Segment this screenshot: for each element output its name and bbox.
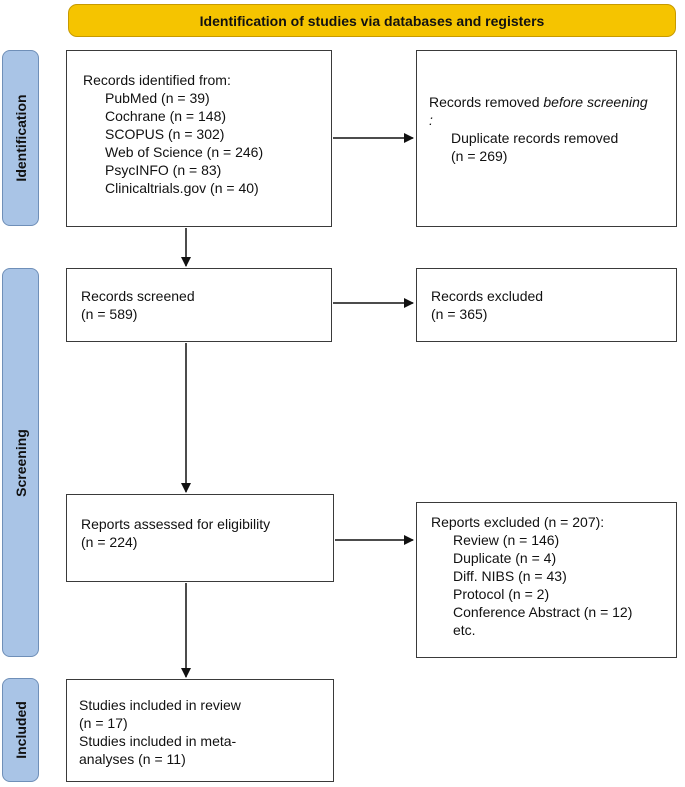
studies-included-box: Studies included in review (n = 17) Stud… [66, 679, 334, 782]
duplicates-removed-label: Duplicate records removed [451, 130, 619, 146]
reports-assessed-box: Reports assessed for eligibility (n = 22… [66, 494, 334, 582]
header-title: Identification of studies via databases … [199, 12, 545, 29]
reports-assessed-count: (n = 224) [81, 534, 138, 550]
source-item: PsycINFO (n = 83) [105, 162, 222, 178]
exclusion-reason: etc. [453, 622, 476, 638]
phase-screening: Screening [2, 268, 39, 657]
reports-excluded-box: Reports excluded (n = 207): Review (n = … [416, 502, 677, 658]
phase-included: Included [2, 678, 39, 782]
source-item: Web of Science (n = 246) [105, 144, 264, 160]
records-removed-heading: Records removed before screening [429, 94, 648, 110]
records-identified-heading: Records identified from: [83, 72, 231, 88]
duplicates-removed-count: (n = 269) [451, 148, 508, 164]
source-item: PubMed (n = 39) [105, 90, 210, 106]
source-item: Clinicaltrials.gov (n = 40) [105, 180, 259, 196]
exclusion-reason: Duplicate (n = 4) [453, 550, 557, 566]
records-excluded-box: Records excluded (n = 365) [416, 268, 677, 342]
reports-excluded-heading: Reports excluded (n = 207): [431, 514, 605, 530]
records-excluded-count: (n = 365) [431, 306, 488, 322]
included-review-label: Studies included in review [79, 697, 241, 713]
reports-assessed-label: Reports assessed for eligibility [81, 516, 271, 532]
records-screened-label: Records screened [81, 288, 195, 304]
exclusion-reason: Review (n = 146) [453, 532, 560, 548]
exclusion-reason: Diff. NIBS (n = 43) [453, 568, 567, 584]
records-screened-count: (n = 589) [81, 306, 138, 322]
included-meta-label: Studies included in meta- [79, 733, 237, 749]
phase-identification: Identification [2, 50, 39, 226]
source-item: SCOPUS (n = 302) [105, 126, 225, 142]
included-review-count: (n = 17) [79, 715, 128, 731]
included-meta-count: analyses (n = 11) [79, 751, 186, 767]
source-item: Cochrane (n = 148) [105, 108, 227, 124]
exclusion-reason: Conference Abstract (n = 12) [453, 604, 633, 620]
records-removed-heading-end: : [429, 112, 433, 128]
records-excluded-label: Records excluded [431, 288, 544, 304]
records-removed-box: Records removed before screening : Dupli… [416, 50, 677, 227]
records-screened-box: Records screened (n = 589) [66, 268, 332, 342]
exclusion-reason: Protocol (n = 2) [453, 586, 550, 602]
records-identified-box: Records identified from: PubMed (n = 39)… [66, 50, 332, 227]
header-banner: Identification of studies via databases … [68, 4, 676, 37]
